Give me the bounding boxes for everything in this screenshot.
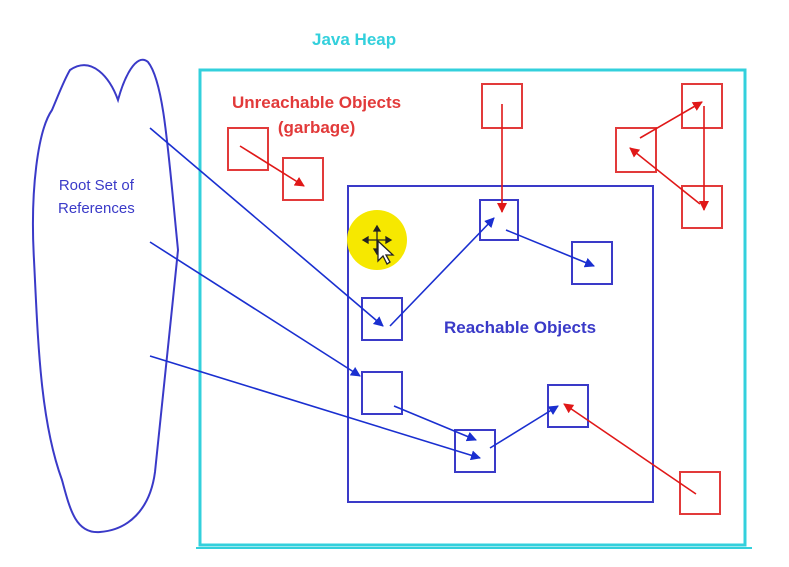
java-heap-label: Java Heap — [312, 30, 397, 49]
root-line-1: Root Set of — [58, 177, 134, 194]
ref-arrow-2-3 — [505, 229, 595, 268]
reachable-object-3 — [571, 241, 613, 285]
garbage-object-7 — [679, 471, 721, 515]
move-cursor-icon — [361, 224, 395, 265]
root-line-2: References — [58, 200, 135, 217]
reachable-object-1 — [361, 297, 403, 341]
java-heap-box — [198, 68, 747, 547]
root-set-cloud — [31, 58, 180, 534]
garbage-object-2 — [282, 157, 324, 201]
garbage-cycle-arrow-c — [629, 147, 701, 205]
ref-arrow-4-5 — [393, 405, 477, 442]
root-ref-arrow-3 — [149, 355, 481, 461]
unreachable-line-2: (garbage) — [277, 118, 356, 137]
reachable-region-box — [347, 185, 654, 503]
reachable-object-4 — [361, 371, 403, 415]
garbage-object-1 — [227, 127, 269, 171]
unreachable-objects-label: Unreachable Objects (garbage) — [232, 90, 401, 140]
root-ref-arrow-1 — [149, 127, 384, 327]
garbage-arrow-to-reachable-2 — [563, 403, 697, 495]
reachable-objects-label: Reachable Objects — [444, 318, 597, 337]
garbage-object-4 — [681, 83, 723, 129]
cursor-highlight — [347, 210, 407, 270]
ref-arrow-5-6 — [489, 405, 559, 449]
reachable-object-2 — [479, 199, 519, 241]
garbage-object-5 — [615, 127, 657, 173]
reachable-object-5 — [454, 429, 496, 473]
ref-arrow-1-2 — [389, 217, 495, 327]
root-ref-arrow-2 — [149, 241, 361, 377]
garbage-cycle-arrow-a — [639, 101, 703, 139]
garbage-arrow-1-2 — [239, 145, 305, 187]
garbage-object-6 — [681, 185, 723, 229]
unreachable-line-1: Unreachable Objects — [232, 93, 402, 112]
root-set-label: Root Set of References — [58, 174, 135, 220]
